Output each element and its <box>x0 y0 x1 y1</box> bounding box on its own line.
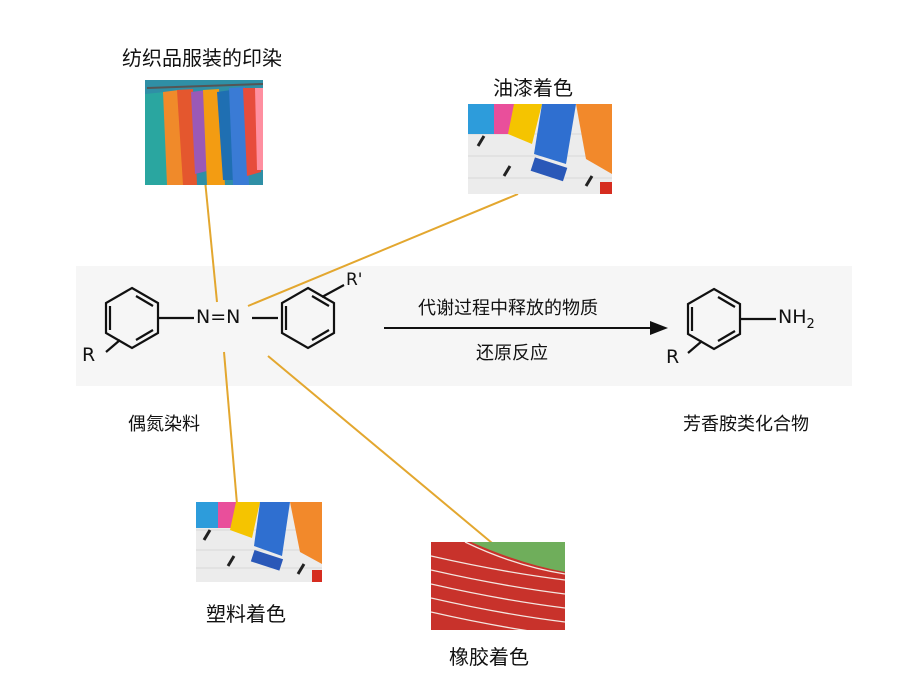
amine-group: NH2 <box>778 306 815 332</box>
paint-picture <box>468 104 612 194</box>
azo-dye-caption: 偶氮染料 <box>128 414 200 435</box>
r-prime-substituent: R' <box>346 270 363 290</box>
connector-paint <box>247 193 519 307</box>
connector-rubber <box>267 355 493 544</box>
amine-nh-text: NH <box>778 306 807 328</box>
hanging-clothes-icon <box>145 80 263 185</box>
azo-dye-structure <box>104 284 345 353</box>
r-substituent: R <box>82 344 96 366</box>
azo-bond-label: N=N <box>196 306 241 328</box>
paint-caption: 油漆着色 <box>493 76 573 100</box>
plastic-caption: 塑料着色 <box>206 602 286 626</box>
reaction-arrow <box>384 321 668 335</box>
reaction-band <box>76 266 852 386</box>
textile-caption: 纺织品服装的印染 <box>122 46 282 70</box>
paint-rollers-icon <box>468 104 612 194</box>
arrow-bottom-label: 还原反应 <box>476 343 548 364</box>
textile-picture <box>145 80 263 185</box>
aromatic-amine-caption: 芳香胺类化合物 <box>683 414 809 435</box>
paint-rollers-icon-2 <box>196 502 322 582</box>
connector-textile <box>204 179 218 303</box>
amine-subscript: 2 <box>806 316 815 332</box>
rubber-picture <box>431 542 565 630</box>
plastic-picture <box>196 502 322 582</box>
arrow-top-label: 代谢过程中释放的物质 <box>418 298 598 319</box>
connector-plastic <box>223 351 238 505</box>
running-track-icon <box>431 542 565 630</box>
rubber-caption: 橡胶着色 <box>449 645 529 669</box>
amine-r-substituent: R <box>666 346 680 368</box>
aromatic-amine-structure <box>686 287 776 354</box>
